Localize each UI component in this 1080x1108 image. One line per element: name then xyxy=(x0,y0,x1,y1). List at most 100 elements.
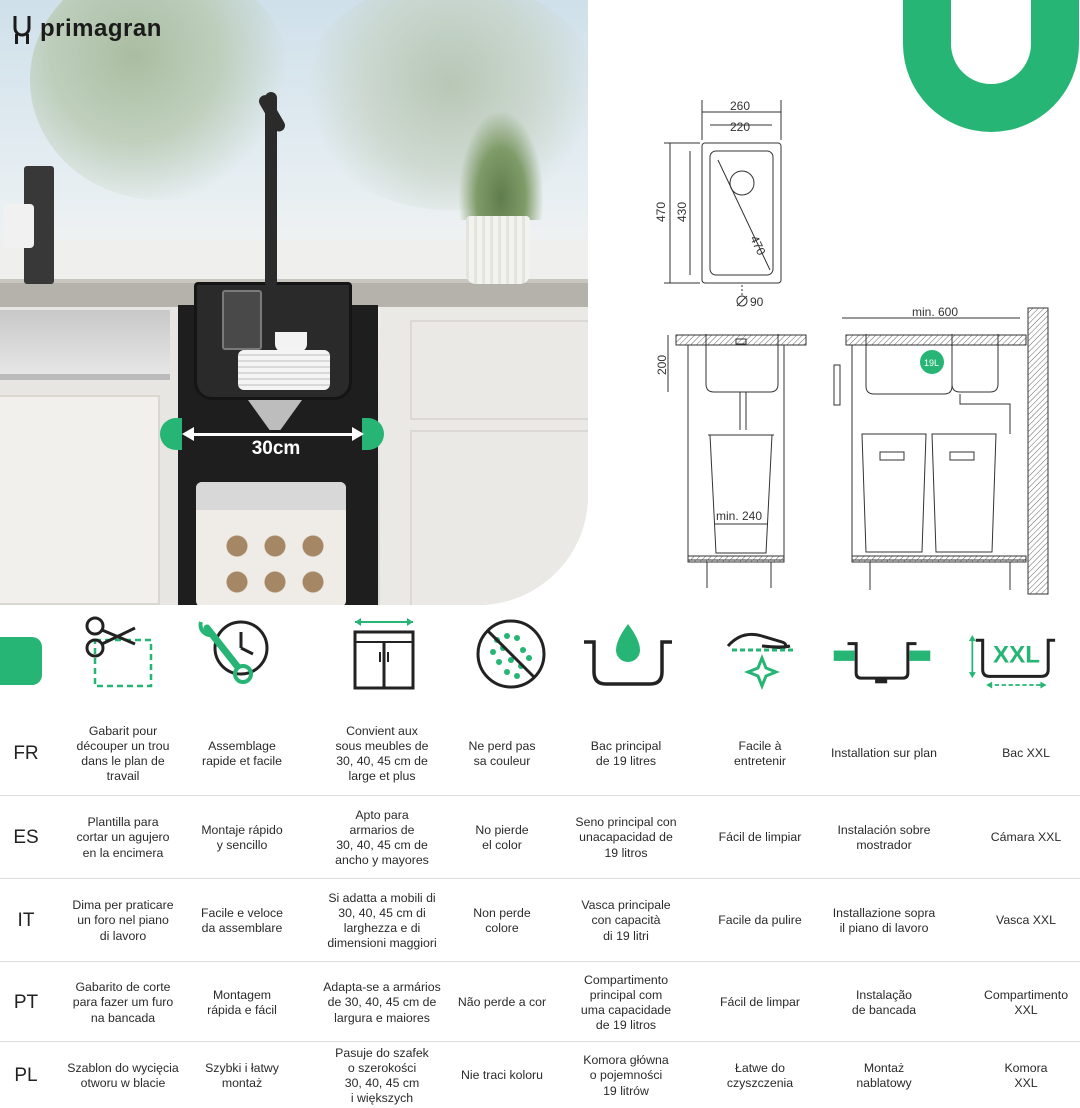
dim-outer-width: 260 xyxy=(730,99,750,113)
feature-cell: Montagem rápida e fácil xyxy=(207,987,277,1017)
feature-cell: Si adatta a mobili di 30, 40, 45 cm di l… xyxy=(327,890,437,951)
glass xyxy=(222,290,262,350)
row-divider xyxy=(0,961,1080,962)
cup xyxy=(275,332,307,352)
feature-cell: Szablon do wycięcia otworu w blacie xyxy=(67,1060,179,1090)
brand-name: primagran xyxy=(40,15,162,42)
feature-cell: Cámara XXL xyxy=(990,830,1062,845)
row-divider xyxy=(0,1041,1080,1042)
feature-cell: Installazione sopra il piano di lavoro xyxy=(832,905,936,935)
feature-cell: Szybki i łatwy montaż xyxy=(205,1060,279,1090)
feature-cell: Komora główna o pojemności 19 litrów xyxy=(583,1053,669,1098)
row-divider xyxy=(0,878,1080,879)
top-view-drawing xyxy=(664,100,782,307)
arrow-left-icon xyxy=(182,427,194,441)
feature-cell: Facile e veloce da assemblare xyxy=(200,905,284,935)
right-cabinet-drawer xyxy=(410,320,588,420)
width-marker-left xyxy=(160,418,182,450)
dim-diagonal: 470 xyxy=(747,233,768,257)
feature-cell: Montaż nablatowy xyxy=(856,1060,912,1090)
feature-cell: Pasuje do szafek o szerokości 30, 40, 45… xyxy=(335,1045,429,1106)
dishwasher xyxy=(0,310,170,380)
feature-cell: Compartimento XXL xyxy=(983,987,1069,1017)
left-cabinet-door xyxy=(0,395,160,605)
xxl-bowl-icon: XXL xyxy=(962,612,1062,696)
feature-cell: Bac XXL xyxy=(1002,746,1050,761)
dim-inner-width: 220 xyxy=(730,120,750,134)
waste-bin-holes xyxy=(218,528,330,605)
dim-outer-depth: 470 xyxy=(654,202,668,222)
feature-cell: Plantilla para cortar un agujero en la e… xyxy=(76,815,170,860)
language-code: PL xyxy=(14,1065,38,1086)
dim-inner-depth: 430 xyxy=(675,202,689,222)
top-mount-icon xyxy=(832,612,932,696)
plant-pot xyxy=(466,216,530,284)
faucet xyxy=(265,92,277,288)
scissors-template-icon xyxy=(64,612,164,696)
feature-cell: Bac principal de 19 litres xyxy=(590,738,662,768)
feature-cell: Facile à entretenir xyxy=(734,738,786,768)
main-bowl-drop-icon xyxy=(578,612,678,696)
language-code: FR xyxy=(13,743,39,764)
language-code: PT xyxy=(13,992,39,1013)
front-view-drawing xyxy=(833,307,1049,595)
arrow-right-icon xyxy=(352,427,364,441)
feature-cell: Gabarit pour découper un trou dans le pl… xyxy=(76,723,170,784)
dim-min-cabinet: min. 240 xyxy=(716,509,762,523)
language-code: ES xyxy=(13,827,39,848)
dim-bowl-depth: 200 xyxy=(655,355,669,375)
technical-drawings: 260 220 470 430 470 90 200 min. 240 xyxy=(654,99,1049,595)
feature-cell: Montaje rápido y sencillo xyxy=(201,822,283,852)
no-color-loss-icon xyxy=(454,612,554,696)
mug xyxy=(4,204,34,248)
easy-clean-hand-icon xyxy=(712,612,812,696)
feature-cell: Gabarito de corte para fazer um furo na … xyxy=(72,980,174,1025)
feature-cell: Instalação de bancada xyxy=(851,987,917,1017)
plates-stack xyxy=(238,350,330,390)
feature-cell: Adapta-se a armários de 30, 40, 45 cm de… xyxy=(323,980,441,1025)
section-tab xyxy=(0,637,42,685)
feature-cell: Fácil de limpar xyxy=(720,995,800,1010)
right-cabinet xyxy=(380,307,588,605)
feature-cell: Fácil de limpiar xyxy=(718,830,802,845)
feature-cell: Assemblage rapide et facile xyxy=(202,738,282,768)
feature-cell: Komora XXL xyxy=(1004,1060,1048,1090)
capacity-badge: 19L xyxy=(924,358,939,368)
side-view-drawing xyxy=(667,334,807,588)
feature-cell: Łatwe do czyszczenia xyxy=(726,1060,794,1090)
rosemary-plant xyxy=(458,110,544,220)
width-arrow xyxy=(188,433,356,436)
feature-cell: Não perde a cor xyxy=(457,995,547,1010)
hero-kitchen-photo xyxy=(0,0,588,605)
wrench-clock-icon xyxy=(186,612,286,696)
feature-cell: Convient aux sous meubles de 30, 40, 45 … xyxy=(335,723,429,784)
feature-cell: No pierde el color xyxy=(475,822,529,852)
right-cabinet-door xyxy=(410,430,588,605)
brand-logo: primagran xyxy=(12,12,162,46)
feature-cell: Ne perd pas sa couleur xyxy=(468,738,536,768)
cabinet-width-icon xyxy=(326,612,426,696)
brand-mark-icon xyxy=(13,16,31,44)
language-code: IT xyxy=(17,910,35,931)
dim-min-width: min. 600 xyxy=(912,305,958,319)
feature-cell: Non perde colore xyxy=(473,905,531,935)
feature-cell: Installation sur plan xyxy=(831,746,937,761)
feature-cell: Vasca principale con capacità di 19 litr… xyxy=(581,898,671,943)
feature-cell: Compartimento principal com uma capacida… xyxy=(580,972,672,1033)
width-marker-right xyxy=(362,418,384,450)
dim-drain: 90 xyxy=(750,295,764,309)
feature-cell: Vasca XXL xyxy=(996,913,1056,928)
feature-cell: Apto para armarios de 30, 40, 45 cm de a… xyxy=(335,807,429,868)
feature-cell: Nie traci koloru xyxy=(460,1068,543,1083)
background-tree xyxy=(30,0,290,200)
background-tree xyxy=(300,0,588,210)
cabinet-width-label: 30cm xyxy=(251,438,301,459)
feature-cell: Facile da pulire xyxy=(718,913,802,928)
row-divider xyxy=(0,795,1080,796)
capacity-drop-icon xyxy=(920,350,944,374)
xxl-label: XXL xyxy=(993,642,1040,669)
waste-bin-lid xyxy=(196,482,346,510)
feature-cell: Dima per praticare un foro nel piano di … xyxy=(72,898,174,943)
feature-cell: Seno principal con unacapacidad de 19 li… xyxy=(575,815,677,860)
feature-cell: Instalación sobre mostrador xyxy=(837,822,931,852)
